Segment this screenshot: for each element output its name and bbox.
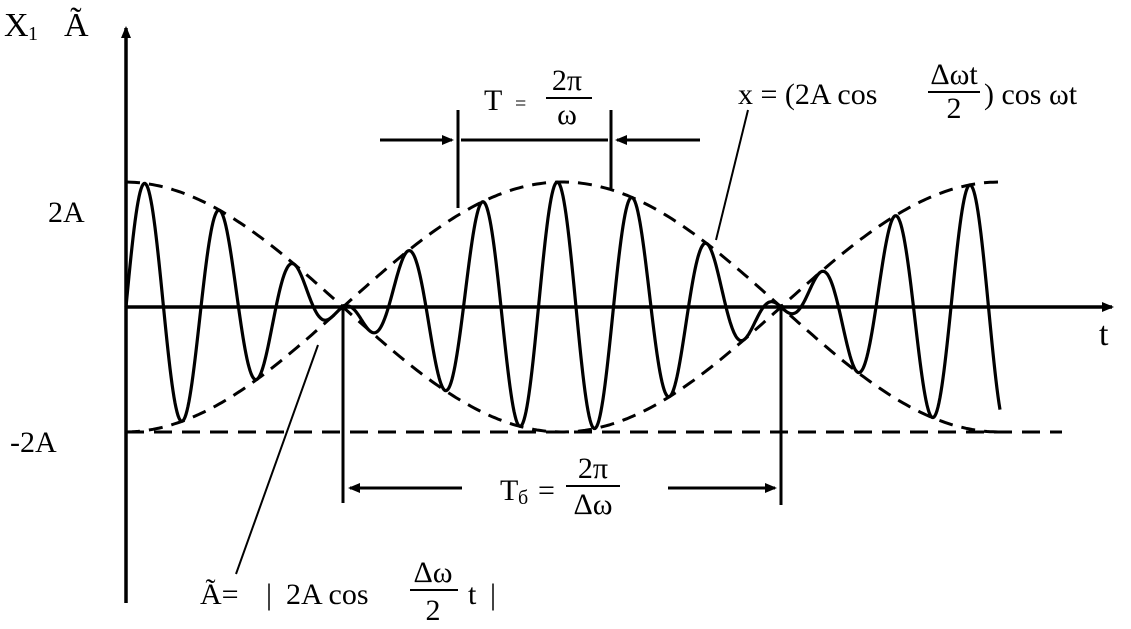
envelope-lhs: Ã= — [200, 578, 239, 611]
wave-formula: x = (2A cos Δωt 2 ) cos ωt — [738, 58, 1078, 125]
beat-lhs: T — [500, 474, 518, 507]
lower-envelope-curve — [125, 306, 1000, 434]
upper-envelope-curve — [125, 180, 1000, 308]
period-denominator: ω — [557, 98, 577, 131]
envelope-numerator: Δω — [413, 556, 452, 589]
beat-numerator: 2π — [578, 452, 608, 485]
envelope-formula: Ã= | 2A cos Δω 2 t | — [200, 556, 496, 627]
wave-rhs: ) cos ωt — [984, 78, 1078, 111]
beat-oscillation-curve — [124, 180, 1002, 431]
beat-period-formula: T б = 2π Δω — [500, 452, 620, 521]
envelope-abs-open: | — [266, 578, 272, 611]
period-formula: T = 2π ω — [484, 64, 592, 131]
wave-denominator: 2 — [947, 92, 962, 125]
y-axis-label: X — [4, 7, 29, 44]
envelope-denominator: 2 — [426, 594, 441, 627]
period-eq: = — [515, 93, 526, 115]
y-axis-label-subscript: 1 — [28, 23, 38, 45]
envelope-rhs: t — [468, 578, 477, 611]
beat-eq: = — [538, 474, 555, 507]
envelope-mid: 2A cos — [286, 578, 369, 611]
tick-minus-2a: -2A — [10, 426, 57, 459]
wave-numerator: Δωt — [930, 58, 978, 91]
envelope-abs-close: | — [490, 578, 496, 611]
y-axis-envelope-label: Ã — [64, 7, 89, 44]
beat-denominator: Δω — [573, 488, 612, 521]
t-axis-label: t — [1099, 316, 1109, 353]
wave-lhs: x = (2A cos — [738, 78, 877, 111]
period-lhs: T — [484, 84, 502, 117]
period-numerator: 2π — [552, 64, 582, 97]
tick-2a: 2A — [48, 196, 85, 229]
envelope-label-leader — [235, 344, 319, 575]
beat-lhs-subscript: б — [518, 487, 528, 509]
wave-label-leader — [715, 109, 749, 241]
